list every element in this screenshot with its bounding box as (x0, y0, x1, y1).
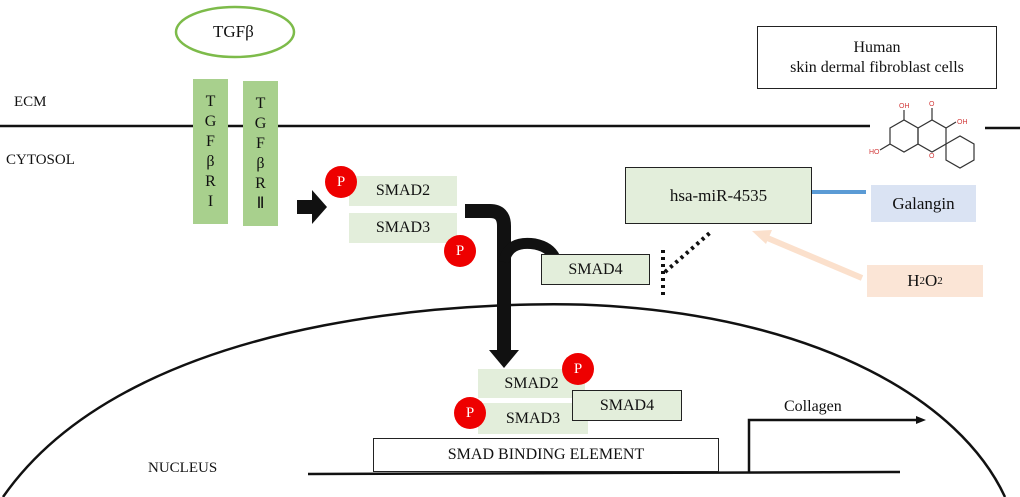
nuclear-smad4: SMAD4 (572, 390, 682, 421)
cytosol-label: CYTOSOL (6, 152, 75, 168)
receptor-letter: R (255, 174, 266, 192)
galangin-atoms: OH O OH HO O (869, 101, 968, 160)
induction-arrowhead (752, 230, 772, 244)
activation-arrow (297, 190, 327, 224)
atom-oh-1: OH (899, 103, 910, 110)
cytosol-smad3: SMAD3 (349, 213, 457, 243)
nuclear-smad2: SMAD2 (478, 369, 585, 398)
receptor-letter: T (205, 92, 216, 110)
receptor-letter: F (206, 132, 215, 150)
phospho-badge: P (444, 235, 476, 267)
translocation-arrowhead (489, 350, 519, 368)
receptor-letter: T (255, 94, 266, 112)
receptor-letter: G (254, 114, 267, 132)
atom-o-1: O (929, 101, 935, 108)
collagen-label: Collagen (784, 398, 842, 415)
transcription-arrow (747, 418, 918, 472)
receptor-letter: R (205, 172, 216, 190)
h2o2-sub1: 2 (919, 275, 926, 287)
nucleus-label: NUCLEUS (148, 460, 218, 476)
cell-type-line2: skin dermal fibroblast cells (790, 58, 964, 76)
receptor-letter: F (256, 134, 265, 152)
receptor-letter: G (204, 112, 217, 130)
h2o2-h: H (907, 271, 920, 290)
cytosol-smad2: SMAD2 (349, 176, 457, 206)
phospho-badge: P (454, 397, 486, 429)
transcription-arrowhead (916, 416, 926, 424)
receptor-letter: β (206, 152, 215, 170)
receptor-letter: β (256, 154, 265, 172)
induction-line (763, 234, 864, 281)
h2o2-sub2: 2 (937, 275, 943, 287)
receptor-tgfbr2: T G F β R Ⅱ (243, 81, 278, 226)
phospho-badge: P (562, 353, 594, 385)
ecm-label: ECM (14, 94, 47, 110)
tgfb-ligand-shape (174, 5, 296, 59)
receptor-tgfbr1: T G F β R I (193, 79, 228, 224)
tgfb-label: TGFβ (213, 22, 254, 41)
galangin-structure (879, 108, 975, 169)
translocation-arrow (465, 204, 511, 352)
mirna-box: hsa-miR-4535 (625, 167, 812, 224)
smad4-joining-arc (498, 237, 561, 264)
galangin-box: Galangin (871, 185, 976, 222)
mirna-target-line (663, 229, 714, 274)
dna-strand (307, 470, 901, 476)
smad-binding-element: SMAD BINDING ELEMENT (373, 438, 719, 472)
atom-o-ring: O (929, 153, 935, 160)
receptor-letter: Ⅱ (256, 194, 265, 212)
h2o2-o: O (925, 271, 938, 290)
atom-ho: HO (869, 149, 880, 156)
cell-type-line1: Human (853, 38, 901, 56)
receptor-letter: I (207, 192, 214, 210)
nuclear-envelope (1, 303, 1007, 497)
cell-type-box: Human skin dermal fibroblast cells (757, 26, 997, 89)
phospho-badge: P (325, 166, 357, 198)
atom-oh-2: OH (957, 119, 968, 126)
nuclear-smad3: SMAD3 (478, 403, 588, 434)
cytosol-smad4: SMAD4 (541, 254, 650, 285)
